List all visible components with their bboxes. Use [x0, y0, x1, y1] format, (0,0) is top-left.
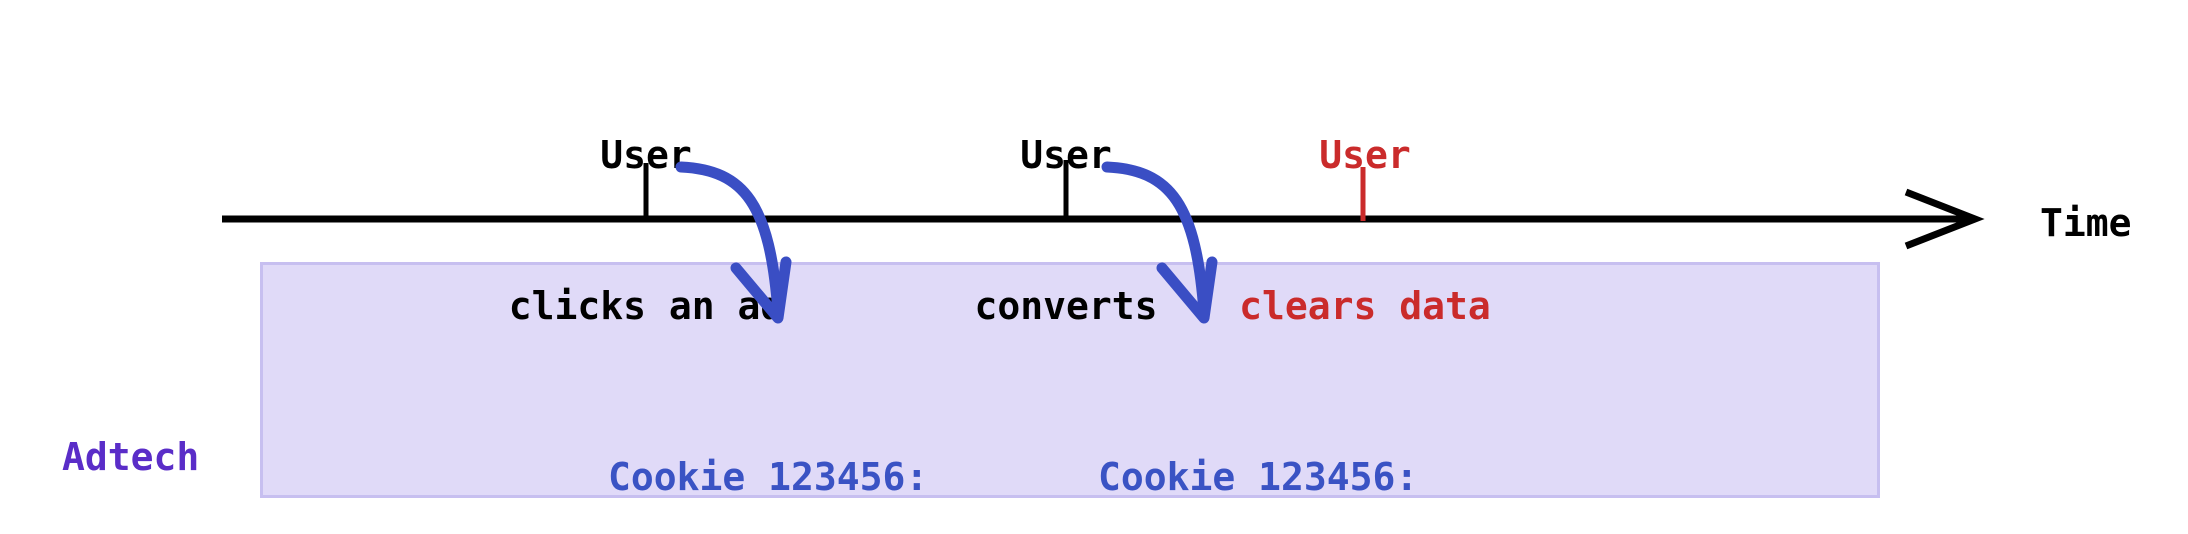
server-log-ad-clicked: Cookie 123456: Ad clicked: [608, 352, 928, 534]
adtech-server-region: [260, 262, 1880, 498]
event-label-clear-data-line1: User: [1319, 133, 1411, 178]
adtech-server-label-line1: Adtech: [62, 435, 200, 480]
event-label-clear-data: User clears data: [1180, 30, 1550, 431]
time-axis-arrowhead-icon: [1904, 188, 1985, 250]
event-label-clear-data-line2: clears data: [1239, 283, 1491, 328]
server-log-ad-clicked-line1: Cookie 123456:: [608, 455, 929, 500]
server-log-converted-line1: Cookie 123456:: [1098, 455, 1419, 500]
server-log-converted: Cookie 123456: Converted: [1098, 352, 1418, 534]
adtech-server-label: Adtech server: [62, 332, 199, 534]
time-axis-label: Time: [2040, 201, 2132, 245]
